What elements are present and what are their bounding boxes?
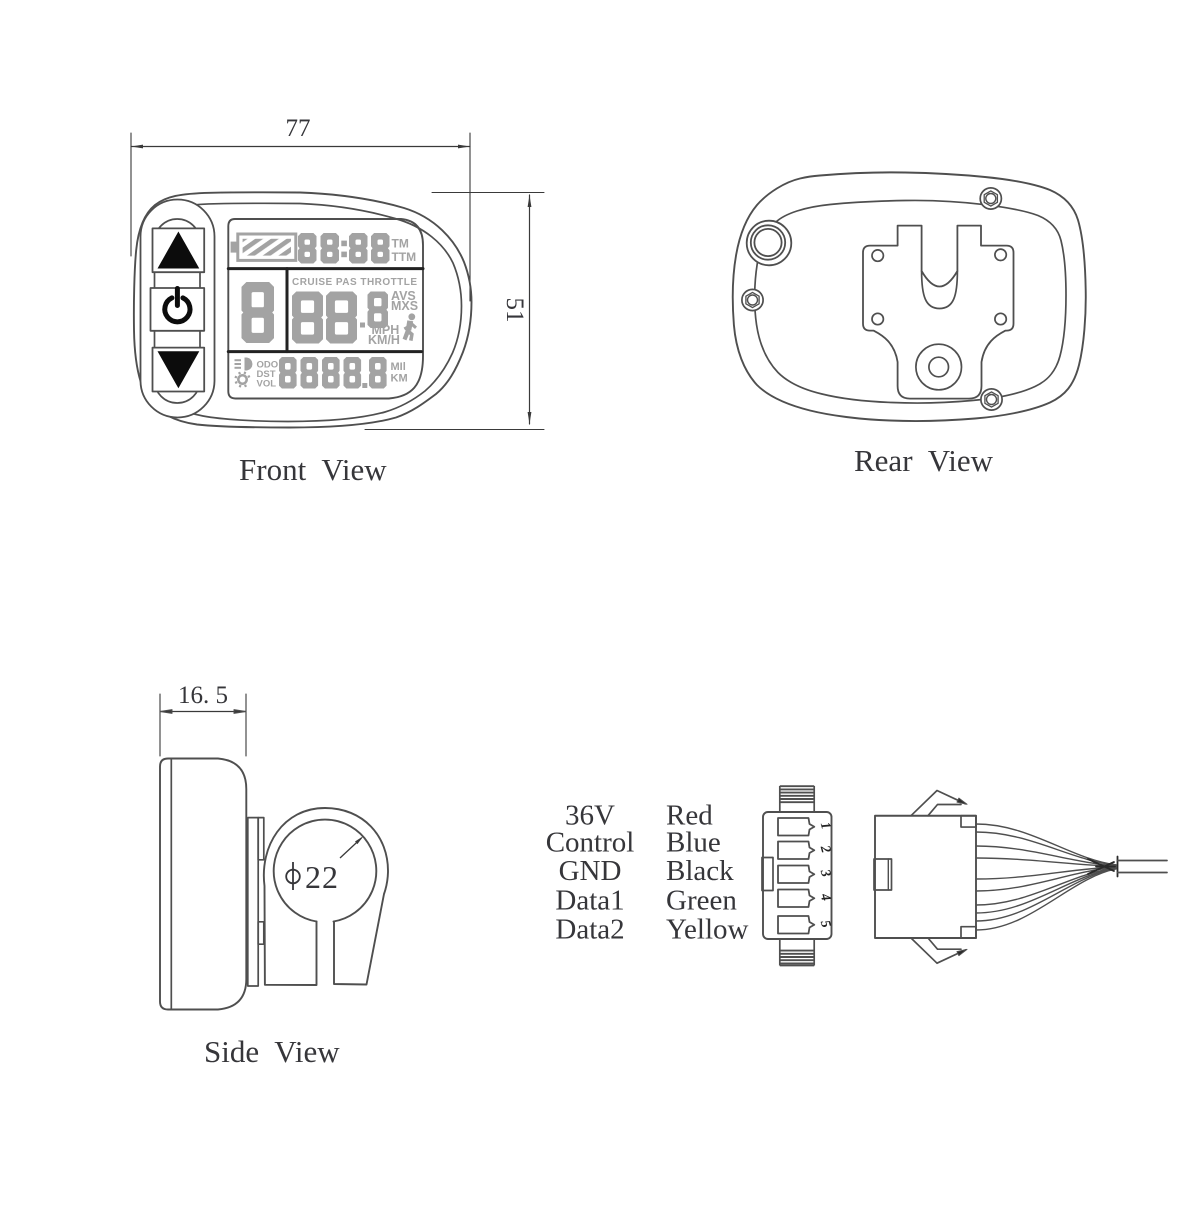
svg-text:22: 22 (305, 859, 339, 895)
svg-text:AVS: AVS (391, 289, 416, 303)
svg-text:DST: DST (257, 369, 276, 380)
svg-text:Black: Black (666, 855, 734, 887)
svg-text:MPH: MPH (372, 323, 400, 337)
svg-text:GND: GND (559, 855, 622, 887)
svg-text:ODO: ODO (257, 360, 279, 371)
svg-text:Control: Control (546, 827, 635, 859)
svg-text:KM/H: KM/H (368, 333, 400, 347)
svg-text:Front View: Front View (239, 452, 387, 487)
svg-text:Green: Green (666, 885, 737, 917)
svg-text:MIl: MIl (391, 361, 406, 373)
svg-text:2: 2 (816, 843, 833, 855)
svg-text:Yellow: Yellow (666, 914, 749, 946)
svg-text:Side View: Side View (204, 1034, 340, 1069)
svg-text:Red: Red (666, 799, 713, 831)
svg-text:CRUISE PAS THROTTLE: CRUISE PAS THROTTLE (292, 277, 417, 288)
svg-text:51: 51 (501, 298, 528, 323)
svg-text:4: 4 (816, 891, 833, 903)
svg-text:Blue: Blue (666, 827, 721, 859)
svg-text:3: 3 (816, 867, 833, 879)
svg-text:5: 5 (817, 919, 833, 930)
svg-text:VOL: VOL (257, 379, 277, 390)
svg-text:36V: 36V (565, 799, 615, 831)
svg-text:KM: KM (391, 373, 408, 385)
svg-text:MXS: MXS (391, 299, 418, 313)
svg-text:16. 5: 16. 5 (178, 682, 228, 709)
svg-text:Data2: Data2 (555, 914, 624, 946)
svg-text:TM: TM (392, 237, 409, 251)
svg-text:77: 77 (286, 115, 311, 142)
svg-text:1: 1 (817, 821, 833, 832)
svg-text:Data1: Data1 (555, 885, 624, 917)
svg-text:TTM: TTM (392, 250, 417, 264)
svg-text:Rear View: Rear View (854, 443, 994, 478)
